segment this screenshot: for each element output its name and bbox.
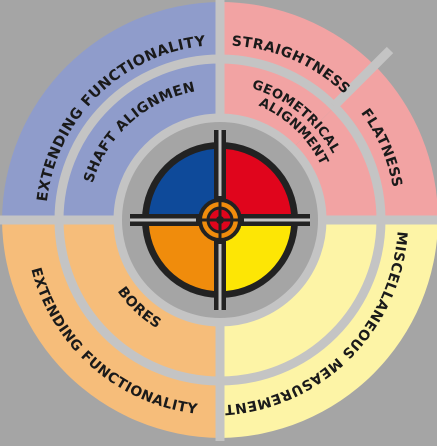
hub-quadrant-orange [149,226,214,291]
hub-quadrant-red [226,149,291,214]
hub-quadrant-blue [149,149,214,214]
hub-target [130,130,310,310]
hub-quadrant-yellow [226,226,291,291]
